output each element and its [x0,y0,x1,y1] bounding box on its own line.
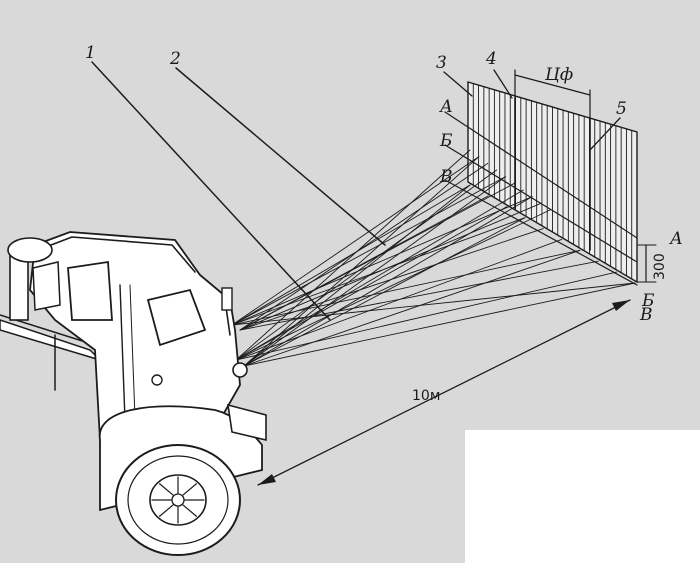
wheel-spoke [182,504,197,517]
truck [0,231,267,556]
label-item-5: 5 [616,99,627,119]
light-beam [231,249,581,326]
light-beam [243,249,581,367]
light-beam [243,282,636,367]
bumper [227,403,267,442]
wheel-spoke [182,483,197,496]
side-mirror [221,287,233,311]
light-beam [235,189,524,361]
door-handle [151,374,163,386]
leader-line-4 [493,69,513,99]
label-line-v-right: В [639,305,653,325]
arrow-right-icon [612,300,630,311]
light-beam [235,238,563,361]
screen [444,69,657,286]
leader-line-1 [91,61,331,321]
light-beam [231,196,533,326]
distance-dimension [257,299,631,486]
light-beam [239,260,599,331]
light-beam [243,217,526,367]
light-beam [231,156,480,326]
light-beam [235,169,498,361]
label-center-distance: Цф [544,65,573,85]
center-distance-dimension [514,74,591,96]
label-item-3: 3 [436,53,447,73]
light-beam [235,206,508,361]
light-beam [243,156,480,367]
cab-side-window [67,260,113,321]
arrow-left-icon [258,474,276,485]
light-beam [243,176,507,367]
headlight-icon [232,362,248,378]
label-line-a-left: А [439,97,453,117]
light-beam [235,149,471,361]
leader-line-2 [175,67,386,246]
light-beam [235,271,618,361]
wheel-spoke [159,483,174,496]
label-line-b-right: Б [641,291,655,311]
label-item-1: 1 [85,43,96,63]
blank-corner [465,430,700,563]
label-line-v-left: В [439,167,453,187]
label-distance: 10м [412,388,440,404]
label-item-2: 2 [169,49,181,69]
screen-line-a [444,111,638,239]
light-beam [239,202,542,331]
label-line-a-right: А [669,229,683,249]
light-beam [239,162,489,331]
label-height-offset: 300 [652,253,668,280]
leader-line-3 [443,71,473,97]
wheel-spoke [159,504,174,517]
light-beam [243,184,471,367]
label-item-4: 4 [485,49,497,69]
light-beam [235,209,551,361]
light-beam [231,282,636,326]
light-beam [243,196,533,367]
light-beams [231,149,636,367]
light-beam [231,176,507,326]
leader-line-5 [589,117,621,151]
label-line-b-left: Б [439,131,453,151]
windshield [146,288,207,347]
